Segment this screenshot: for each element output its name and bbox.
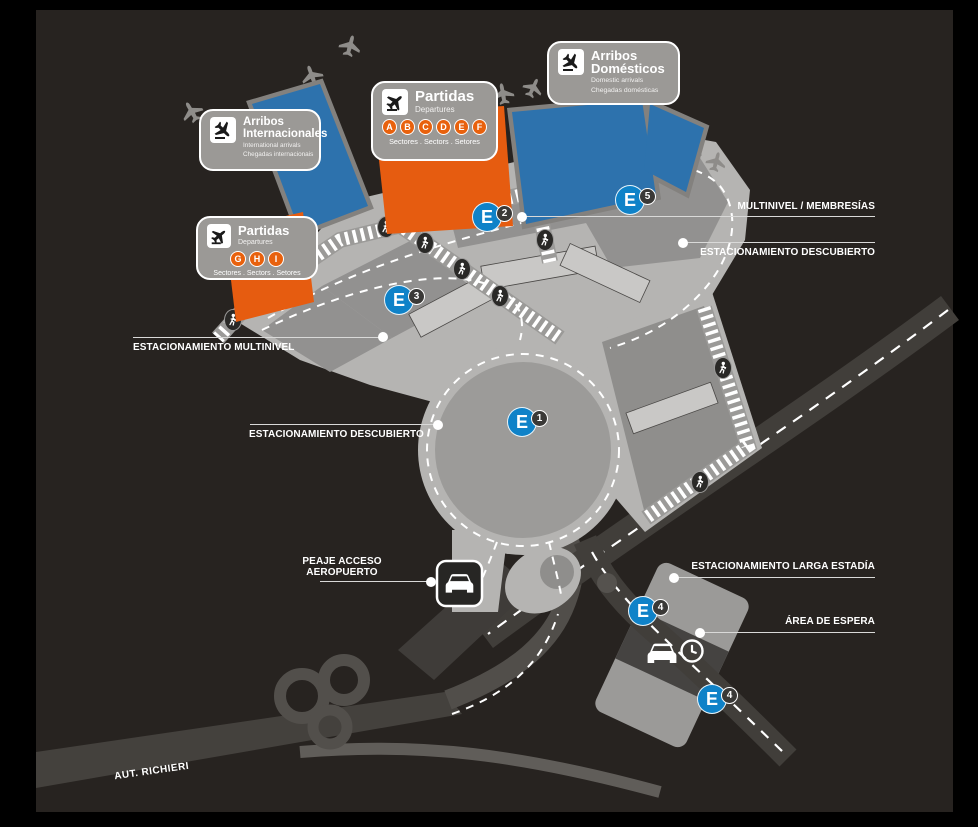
sector-chip: H	[249, 251, 265, 267]
sector-chip: D	[436, 118, 451, 135]
parking-marker-e3: E 3	[384, 285, 425, 315]
marker-number: 5	[639, 188, 656, 205]
marker-letter: E	[636, 600, 649, 621]
callout-estacionamiento-descubierto-left: ESTACIONAMIENTO DESCUBIERTO	[249, 429, 424, 440]
marker-number: 4	[721, 687, 738, 704]
leader-dot	[695, 628, 705, 638]
sector-chip: F	[472, 118, 487, 135]
callout-peaje-line2: AEROPUERTO	[306, 567, 378, 578]
sign-subtitle: Departures	[415, 105, 455, 115]
sign-arribos-domesticos: Arribos Domésticos Domestic arrivals Che…	[547, 41, 680, 105]
toll-booth-icon	[435, 559, 484, 608]
leader-line	[522, 216, 875, 217]
branch-road	[573, 535, 797, 767]
parking-marker-e4-upper: E 4	[628, 596, 669, 626]
sign-partidas-abcdef: Partidas Departures A B C D E F Sectores…	[371, 81, 498, 161]
sign-subtitle: Chegadas domésticas	[591, 86, 659, 94]
sign-title: Partidas	[415, 88, 475, 105]
plane-departure-icon	[382, 89, 408, 115]
leader-dot	[517, 212, 527, 222]
leader-line	[700, 632, 875, 633]
marker-letter: E	[480, 206, 493, 227]
sector-caption: Sectores . Sectors . Setores	[213, 269, 301, 277]
sector-chips: G H I	[207, 251, 307, 267]
sign-title: Arribos Domésticos	[591, 48, 665, 77]
leader-line	[683, 242, 875, 243]
leader-dot	[426, 577, 436, 587]
leader-line	[320, 581, 433, 582]
sector-caption: Sectores . Sectors . Setores	[389, 137, 480, 147]
plane-arrival-icon	[558, 49, 584, 75]
leader-line	[133, 337, 383, 338]
parking-marker-e4-lower: E 4	[697, 684, 738, 714]
sign-subtitle: Domestic arrivals	[591, 76, 644, 84]
terminal-domestic-arrivals-2	[644, 104, 704, 192]
plane-departure-icon	[207, 224, 231, 248]
leader-dot	[669, 573, 679, 583]
marker-letter: E	[623, 189, 636, 210]
sector-chip: A	[382, 118, 397, 135]
callout-area-espera: ÁREA DE ESPERA	[785, 616, 875, 627]
leader-dot	[433, 420, 443, 430]
parking-marker-e1: E 1	[507, 407, 548, 437]
marker-number: 2	[496, 205, 513, 222]
sign-title: Partidas	[238, 223, 290, 238]
sector-chips: A B C D E F	[382, 118, 487, 135]
leader-line	[250, 424, 438, 425]
marker-number: 3	[408, 288, 425, 305]
sign-arribos-internacionales: Arribos Internacionales International ar…	[199, 109, 328, 171]
callout-estacionamiento-multinivel: ESTACIONAMIENTO MULTINIVEL	[133, 342, 295, 353]
waiting-area-icons	[647, 639, 704, 663]
callout-larga-estadia: ESTACIONAMIENTO LARGA ESTADÍA	[691, 561, 875, 572]
parking-marker-e5: E 5	[615, 185, 656, 215]
sector-chip: B	[400, 118, 415, 135]
sector-chip: E	[454, 118, 469, 135]
sign-partidas-ghi: Partidas Departures G H I Sectores . Sec…	[196, 216, 318, 280]
sector-chip: C	[418, 118, 433, 135]
plane-arrival-icon	[210, 117, 236, 143]
leader-dot	[378, 332, 388, 342]
callout-peaje: PEAJE ACCESO AEROPUERTO	[300, 556, 384, 578]
sign-subtitle: International arrivals	[243, 141, 301, 149]
callout-multinivel-membresias: MULTINIVEL / MEMBRESÍAS	[737, 201, 875, 212]
sign-subtitle: Departures	[238, 239, 273, 247]
marker-letter: E	[515, 411, 528, 432]
callout-estacionamiento-descubierto-right: ESTACIONAMIENTO DESCUBIERTO	[700, 247, 875, 258]
sign-title: Arribos Internacionales	[243, 116, 328, 140]
sign-subtitle: Chegadas internacionais	[243, 151, 314, 159]
leader-dot	[678, 238, 688, 248]
leader-line	[674, 577, 875, 578]
buildings	[408, 242, 719, 435]
marker-number: 4	[652, 599, 669, 616]
highway-richieri	[36, 519, 662, 798]
sector-chip: G	[230, 251, 246, 267]
sector-chip: I	[268, 251, 284, 267]
clock-icon	[680, 639, 704, 663]
marker-number: 1	[531, 410, 548, 427]
marker-letter: E	[392, 289, 405, 310]
callout-peaje-line1: PEAJE ACCESO	[302, 556, 382, 567]
marker-letter: E	[705, 688, 718, 709]
parking-marker-e2: E 2	[472, 202, 513, 232]
